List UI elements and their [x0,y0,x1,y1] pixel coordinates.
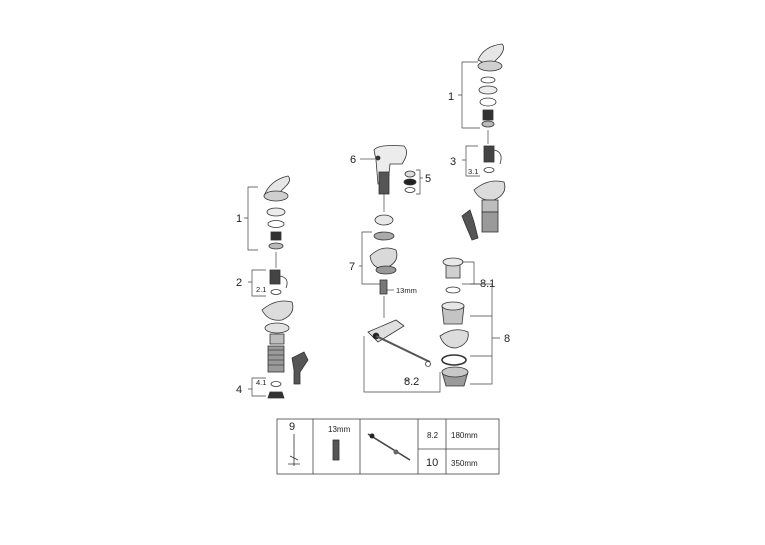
right-elbow-hose [461,209,479,241]
left-cartridge-clip [279,275,288,289]
left-screw [270,231,282,241]
right-bracket-1 [458,61,480,129]
left-bracket-2 [248,269,266,297]
left-escutcheon [261,300,294,321]
drain-seal [445,286,461,294]
right-braided-hose [481,211,499,233]
right-screw [482,109,494,121]
left-faucet-assembly: 1 2 2.1 4 4.1 [236,175,309,399]
left-washer [264,322,290,334]
drain-linkage: 8.2 [363,319,441,393]
callout-mid-13mm: 13mm [396,286,417,295]
drain-tailpiece-top [441,366,469,378]
right-small-ring [480,76,496,84]
table-row2-length: 350mm [451,459,478,468]
right-cartridge [483,145,495,163]
middle-spout-assembly: 6 5 7 13mm [349,145,431,318]
callout-left-2-1: 2.1 [256,285,266,294]
left-nut [268,242,284,250]
right-handle-base [477,60,503,72]
callout-right-8-2: 8.2 [404,376,419,388]
callout-left-2: 2 [236,277,242,289]
drain-gasket [439,329,469,349]
left-oring-2-1 [270,289,282,295]
left-body-nut [269,333,285,345]
left-bracket-4 [248,377,266,397]
rod-nut-icon [393,449,399,455]
pivot-ball [425,361,431,367]
left-oring-4-1 [270,381,282,387]
drain-flange-top [441,301,465,311]
bracket-8-1 [462,261,480,285]
drain-ring-seal [441,354,467,366]
table-row2-code: 10 [426,457,438,469]
spout-sensor [375,155,381,161]
left-braided-hose [267,345,285,373]
rod-end-icon [369,433,375,439]
left-hose-rings [268,349,284,366]
table-row1-code: 8.2 [427,431,439,440]
left-cartridge [269,269,281,285]
right-bracket-3 [462,145,480,177]
callout-right-8: 8 [504,333,510,345]
right-oring-3-1 [483,167,495,173]
left-hose-nut [267,391,285,399]
left-ring [267,220,285,228]
right-lever-handle [477,43,504,67]
callout-left-4: 4 [236,384,242,396]
lift-rod-clip [367,319,405,343]
tool-9-icon [288,434,300,466]
drain-plug-cap [442,257,464,267]
bracket-8 [470,283,500,385]
right-cartridge-clip [493,149,502,165]
callout-right-3: 3 [450,156,456,168]
bracket-7 [359,231,380,285]
right-faucet-assembly: 1 3 3.1 [448,43,506,241]
rod-icon [367,433,411,461]
mount-ring [373,231,395,241]
callout-mid-7: 7 [349,261,355,273]
mount-nut [375,265,397,275]
callout-right-3-1: 3.1 [468,167,478,176]
popup-drain-assembly: 8.1 8 [439,257,510,387]
left-handle-base [263,190,289,202]
bracket-5 [416,169,423,195]
callout-mid-6: 6 [350,154,356,166]
table-cell-9: 9 [289,421,295,433]
right-body-nut [481,199,499,213]
right-nut [481,120,495,128]
right-cap-disc [478,85,498,95]
pivot-rod [375,335,431,363]
callout-mid-5: 5 [425,173,431,185]
drain-bracket [363,336,441,393]
right-escutcheon [473,180,506,201]
left-bracket-1 [244,186,258,251]
table-cell-13mm: 13mm [328,425,351,434]
left-elbow-hose [291,351,309,385]
right-oring [479,97,497,107]
aerator-insert [403,178,417,186]
callout-left-4-1: 4.1 [256,378,266,387]
mount-horseshoe [369,247,398,269]
callout-right-1: 1 [448,91,454,103]
bolt-13mm-icon [332,439,340,461]
aerator-housing [404,170,416,178]
parts-table: 9 13mm 8.2 180mm 10 350mm [276,418,500,475]
mount-bolt [379,279,388,295]
left-lever-handle [263,175,290,197]
mount-gasket [374,214,394,226]
callout-left-1: 1 [236,213,242,225]
spout-shank [378,171,390,195]
aerator-seal [404,187,416,193]
table-row1-length: 180mm [451,431,478,440]
left-cap-disc [266,207,286,217]
